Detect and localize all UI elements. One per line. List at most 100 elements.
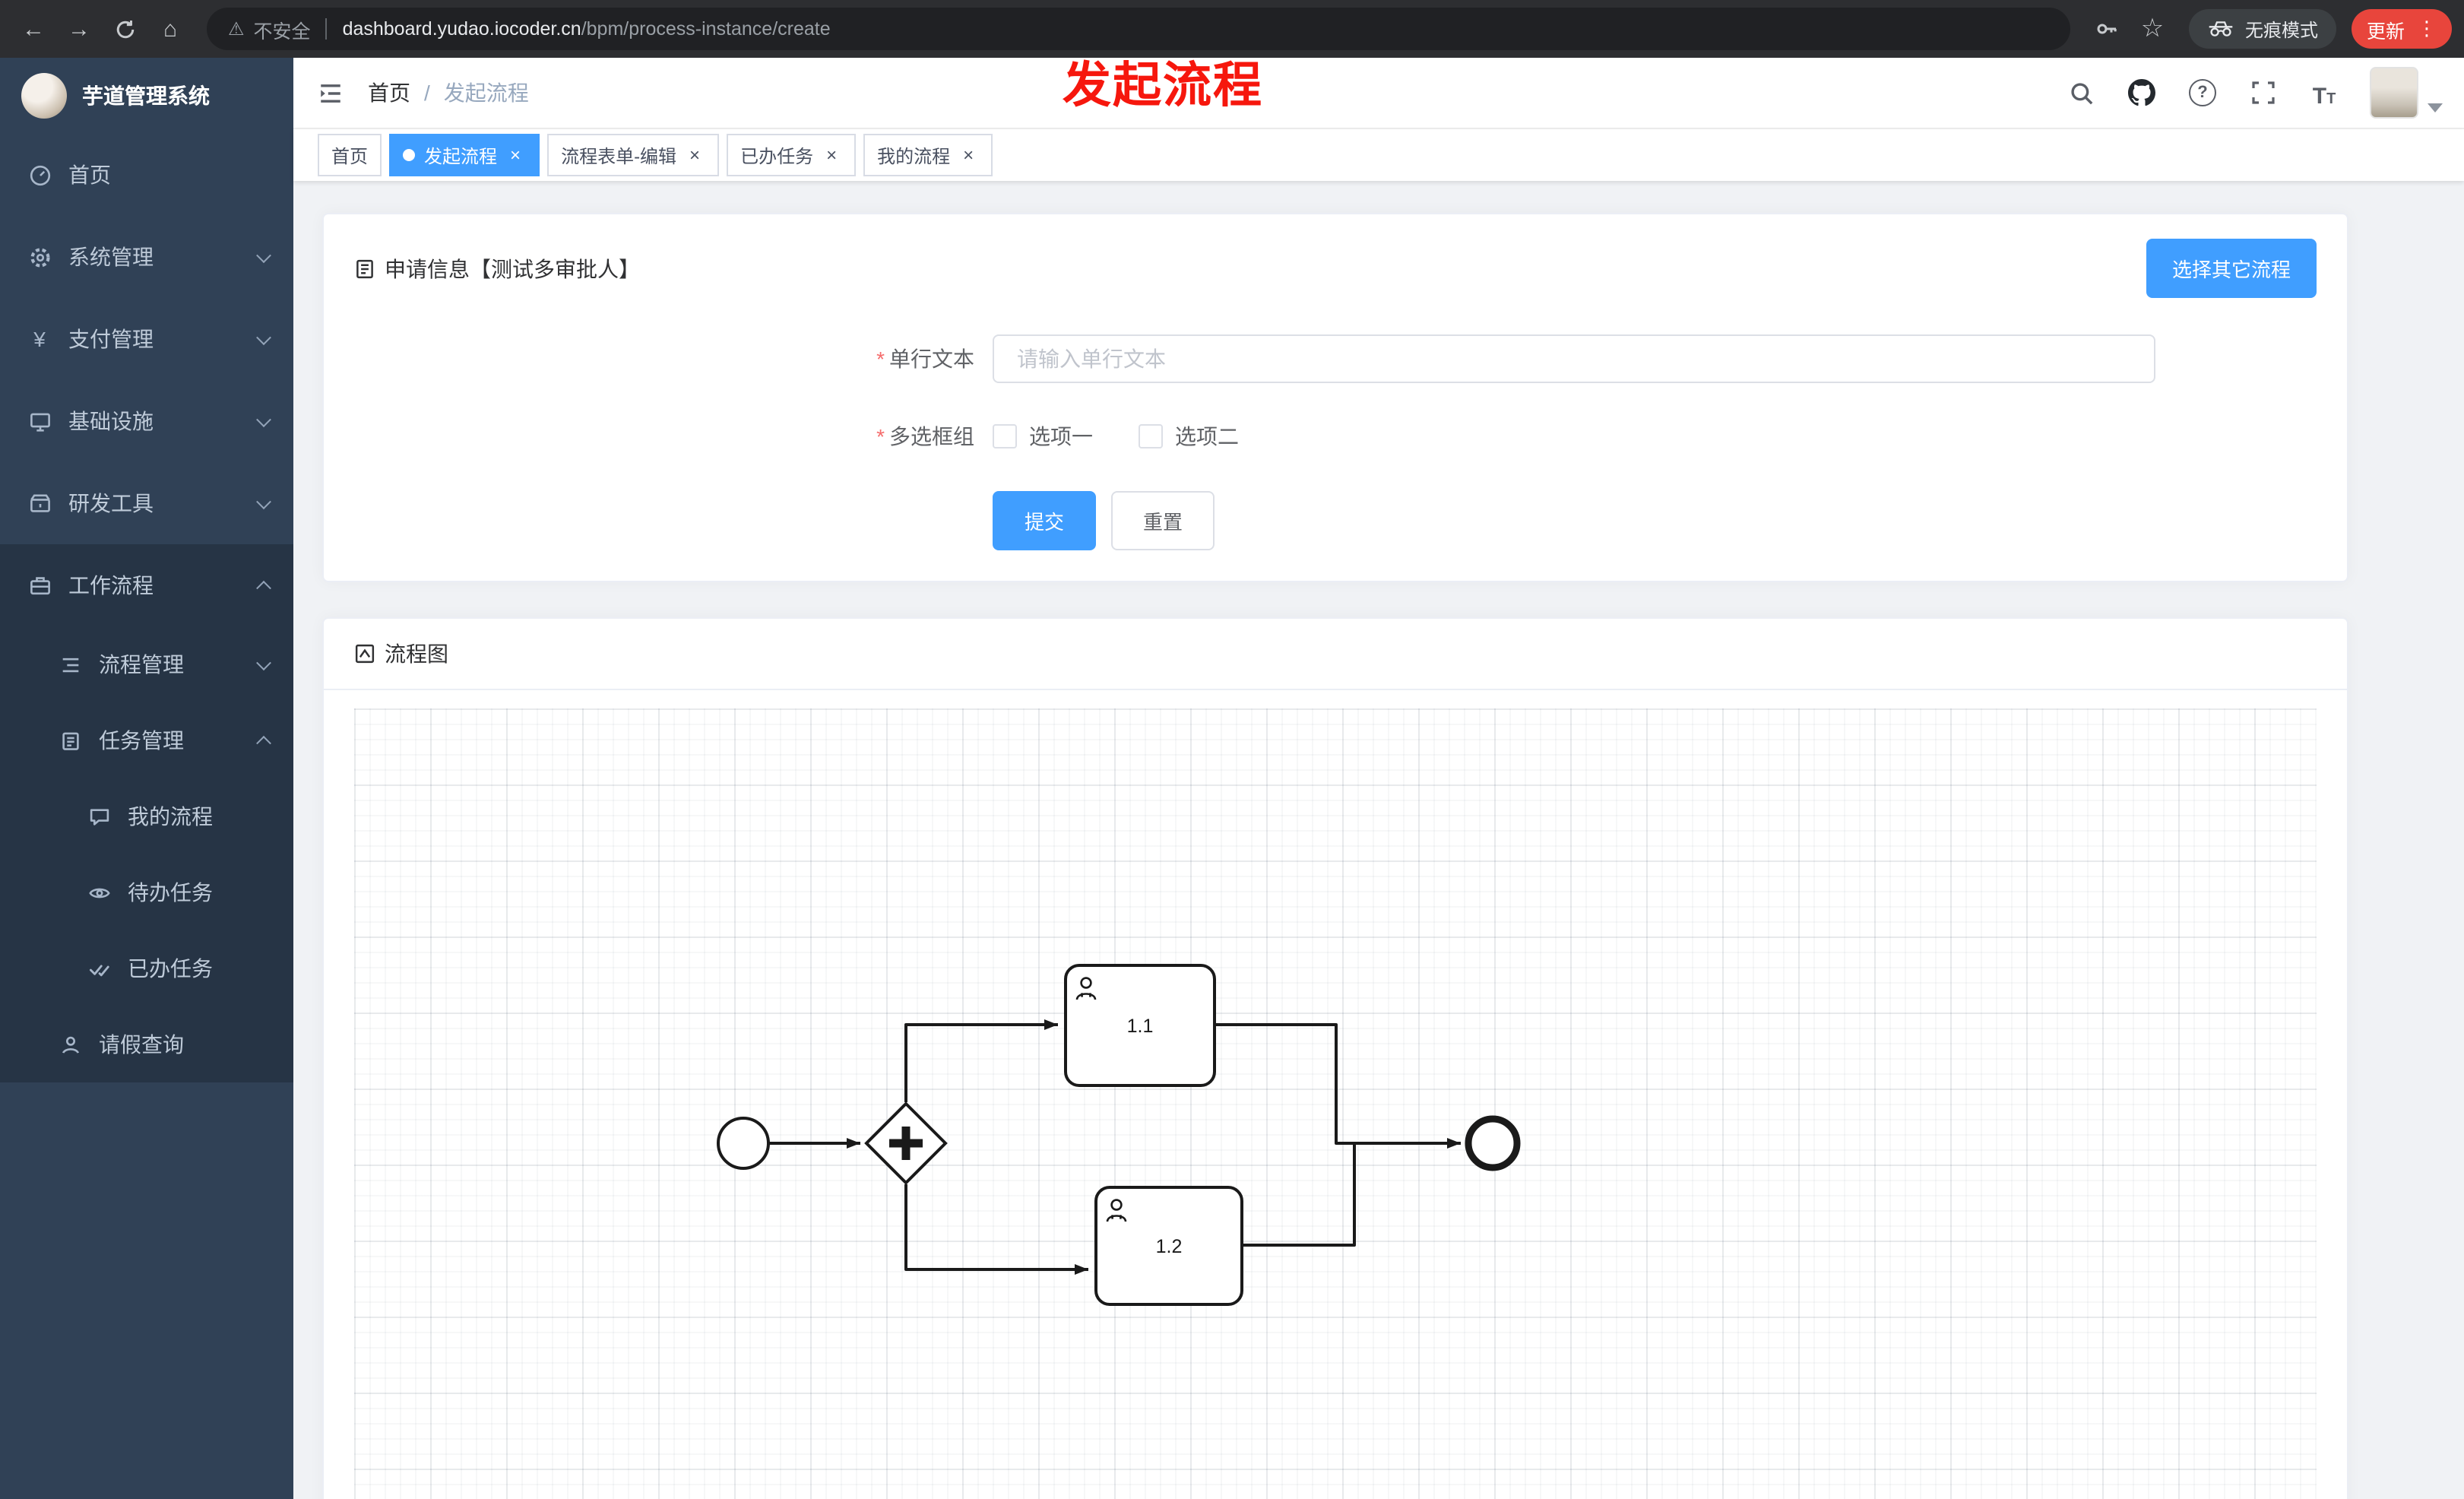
tab-label: 已办任务	[740, 145, 814, 166]
eye-icon	[87, 880, 111, 905]
sidebar-item-task-management[interactable]: 任务管理	[0, 702, 293, 778]
sidebar-item-dev-tools[interactable]: 研发工具	[0, 462, 293, 544]
apply-info-header: 申请信息【测试多审批人】 选择其它流程	[354, 239, 2317, 298]
sidebar-item-workflow[interactable]: 工作流程	[0, 544, 293, 626]
caret-down-icon	[2428, 103, 2443, 113]
breadcrumb-home-link[interactable]: 首页	[368, 81, 410, 105]
close-icon[interactable]: ×	[826, 144, 838, 166]
close-icon[interactable]: ×	[963, 144, 974, 166]
checkbox-option-label: 选项二	[1175, 424, 1239, 448]
submit-button[interactable]: 提交	[993, 491, 1097, 550]
checkbox-group-row: *多选框组 选项一 选项二	[354, 421, 2317, 452]
tab-start-process[interactable]: 发起流程 ×	[389, 134, 540, 176]
flow-chart-icon	[355, 644, 375, 664]
not-secure-icon: ⚠	[228, 18, 245, 40]
required-marker: *	[876, 424, 885, 448]
flow-gateway-to-task-top	[904, 1019, 1058, 1102]
browser-back-button[interactable]: ←	[22, 16, 45, 42]
sidebar-item-system[interactable]: 系统管理	[0, 216, 293, 298]
checkbox-option-1[interactable]: 选项一	[993, 421, 1093, 452]
sidebar-item-home[interactable]: 首页	[0, 134, 293, 216]
parallel-gateway-plus	[889, 1127, 923, 1160]
search-button[interactable]	[2066, 78, 2096, 108]
sidebar-item-todo-tasks[interactable]: 待办任务	[0, 854, 293, 930]
monitor-icon	[27, 409, 52, 433]
breadcrumb-separator: /	[424, 81, 430, 105]
sidebar-item-label: 首页	[68, 163, 111, 187]
page-content: 申请信息【测试多审批人】 选择其它流程 *单行文本 *多选框组	[293, 181, 2464, 1499]
choose-other-process-button[interactable]: 选择其它流程	[2146, 239, 2317, 298]
sidebar-collapse-button[interactable]	[318, 80, 344, 106]
gear-icon	[27, 245, 52, 269]
sidebar-item-label: 任务管理	[99, 728, 184, 753]
chevron-up-icon	[256, 734, 271, 750]
tab-form-edit[interactable]: 流程表单-编辑 ×	[547, 134, 720, 176]
reset-button[interactable]: 重置	[1111, 491, 1215, 550]
help-button[interactable]: ?	[2187, 78, 2218, 108]
url-domain: dashboard.yudao.iocoder.cn	[342, 18, 581, 40]
bookmark-star-icon[interactable]: ☆	[2140, 14, 2165, 43]
url-path: /bpm/process-instance/create	[581, 18, 831, 40]
chevron-down-icon	[256, 493, 271, 509]
sidebar-item-label: 支付管理	[68, 327, 154, 351]
checkbox-icon[interactable]	[1139, 424, 1163, 448]
hamburger-icon	[321, 84, 340, 102]
dashboard-icon	[27, 163, 52, 187]
password-key-icon[interactable]	[2086, 8, 2128, 50]
single-line-text-input[interactable]	[993, 334, 2155, 383]
apply-info-card: 申请信息【测试多审批人】 选择其它流程 *单行文本 *多选框组	[322, 213, 2348, 582]
github-link[interactable]	[2127, 78, 2157, 108]
sidebar-item-payment[interactable]: ¥ 支付管理	[0, 298, 293, 380]
sidebar-item-process-management[interactable]: 流程管理	[0, 626, 293, 702]
briefcase-icon	[27, 573, 52, 597]
bpmn-canvas[interactable]: 1.1 1.2	[354, 708, 2317, 1499]
text-field-label-text: 单行文本	[889, 347, 974, 371]
checkbox-option-label: 选项一	[1029, 424, 1093, 448]
browser-reload-button[interactable]	[103, 8, 146, 50]
flow-diagram-header: 流程图	[324, 619, 2347, 690]
tab-label: 流程表单-编辑	[561, 145, 677, 166]
checkbox-group-label-text: 多选框组	[889, 424, 974, 448]
browser-home-button[interactable]: ⌂	[163, 16, 178, 42]
fullscreen-button[interactable]	[2248, 78, 2279, 108]
sidebar-item-leave-query[interactable]: 请假查询	[0, 1006, 293, 1082]
person-icon	[58, 1032, 82, 1057]
start-event	[717, 1117, 770, 1170]
sidebar-item-done-tasks[interactable]: 已办任务	[0, 930, 293, 1006]
clipboard-icon	[58, 728, 82, 753]
breadcrumb: 首页 / 发起流程	[368, 78, 529, 108]
tab-done-tasks[interactable]: 已办任务 ×	[727, 134, 857, 176]
tab-my-process[interactable]: 我的流程 ×	[863, 134, 993, 176]
question-icon: ?	[2189, 79, 2216, 106]
flow-task-top-to-end	[1215, 1023, 1461, 1149]
sidebar-logo[interactable]: 芋道管理系统	[0, 58, 293, 134]
incognito-icon	[2209, 21, 2233, 36]
browser-forward-button[interactable]: →	[68, 16, 90, 42]
chevron-up-icon	[256, 579, 271, 595]
font-size-icon: T	[2312, 84, 2327, 109]
browser-menu-icon[interactable]: ⋮	[2417, 17, 2437, 40]
reload-icon	[116, 20, 134, 38]
double-check-icon	[87, 956, 111, 981]
sidebar-item-my-process[interactable]: 我的流程	[0, 778, 293, 854]
close-icon[interactable]: ×	[689, 144, 701, 166]
apply-info-title-text: 申请信息【测试多审批人】	[385, 256, 640, 280]
user-menu[interactable]	[2370, 67, 2443, 119]
checkbox-option-2[interactable]: 选项二	[1139, 421, 1239, 452]
tags-view-bar: 首页 发起流程 × 流程表单-编辑 × 已办任务 × 我的流程 ×	[293, 129, 2464, 181]
sidebar-item-infrastructure[interactable]: 基础设施	[0, 380, 293, 462]
browser-update-button[interactable]: 更新 ⋮	[2351, 9, 2452, 49]
not-secure-label: 不安全	[253, 21, 311, 42]
text-field-row: *单行文本	[354, 334, 2317, 383]
sidebar-item-label: 我的流程	[128, 804, 213, 829]
close-icon[interactable]: ×	[510, 144, 521, 166]
required-marker: *	[876, 347, 885, 371]
checkbox-icon[interactable]	[993, 424, 1017, 448]
flow-diagram-card: 流程图	[322, 617, 2348, 1499]
text-field-label: *单行文本	[354, 344, 974, 374]
fullscreen-icon	[2252, 81, 2275, 104]
font-size-icon-small: T	[2326, 91, 2336, 108]
tab-home[interactable]: 首页	[318, 134, 382, 176]
address-bar[interactable]: ⚠ 不安全 dashboard.yudao.iocoder.cn/bpm/pro…	[207, 8, 2070, 50]
